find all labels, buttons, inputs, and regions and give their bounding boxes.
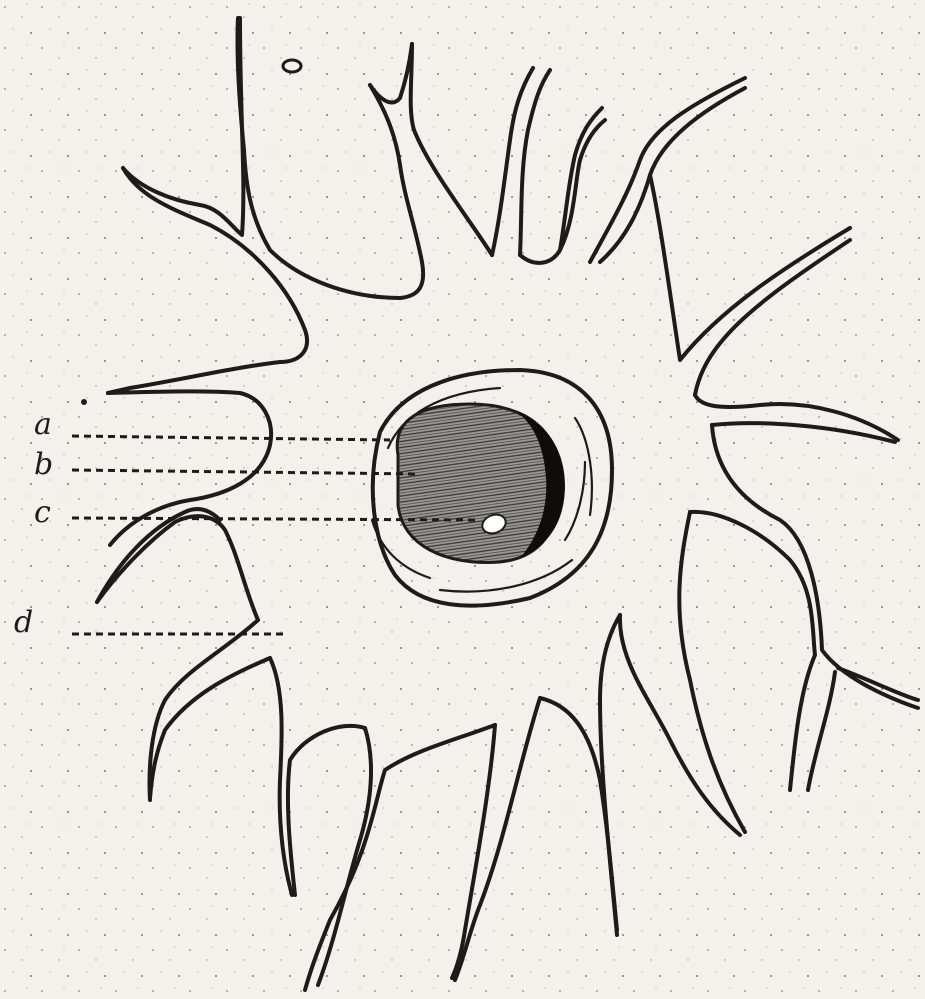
label-b: b xyxy=(34,447,53,482)
label-c: c xyxy=(34,495,51,530)
label-a: a xyxy=(34,407,52,442)
label-d: d xyxy=(14,605,33,640)
ink-dot xyxy=(81,399,87,405)
nucleus xyxy=(397,404,565,562)
